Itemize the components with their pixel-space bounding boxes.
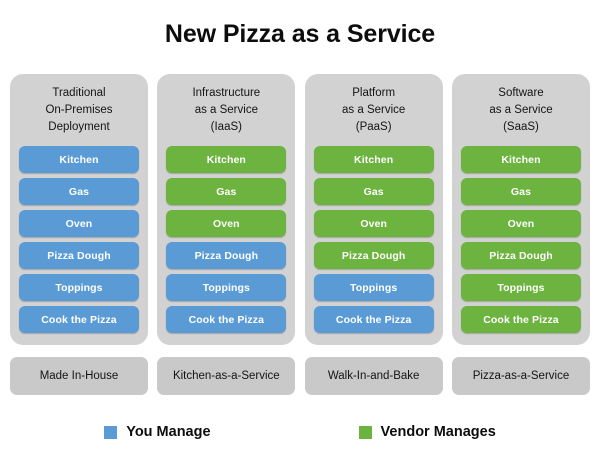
stack-layer-chip[interactable]: Pizza Dough bbox=[313, 242, 434, 269]
stack-layer-chip[interactable]: Gas bbox=[460, 178, 581, 205]
stack-layer-chip[interactable]: Toppings bbox=[313, 274, 434, 301]
you-manage-swatch-icon bbox=[104, 425, 118, 439]
stack-layer-chip[interactable]: Oven bbox=[313, 210, 434, 237]
stack-layer-chip[interactable]: Toppings bbox=[460, 274, 581, 301]
analogy-label: Walk-In-and-Bake bbox=[304, 357, 443, 395]
analogy-label: Kitchen-as-a-Service bbox=[157, 357, 296, 395]
legend-item: Vendor Manages bbox=[358, 424, 496, 440]
legend-item: You Manage bbox=[104, 424, 211, 440]
legend: You Manage Vendor Manages bbox=[0, 424, 600, 440]
panel-header-line: On-Premises bbox=[45, 104, 113, 116]
panel-header: Platform as a Service (PaaS) bbox=[342, 83, 405, 145]
analogy-label: Pizza-as-a-Service bbox=[451, 357, 590, 395]
panel-header-line: Software bbox=[498, 87, 544, 99]
stack-layer-chip[interactable]: Toppings bbox=[166, 274, 287, 301]
vendor-manages-swatch-icon bbox=[358, 425, 372, 439]
stack-layer-chip[interactable]: Cook the Pizza bbox=[460, 306, 581, 333]
stack-layer-chip[interactable]: Cook the Pizza bbox=[313, 306, 434, 333]
stack-layer-chip[interactable]: Oven bbox=[19, 210, 139, 237]
stack-layer-chip[interactable]: Toppings bbox=[19, 274, 139, 301]
stack-layer-chip[interactable]: Cook the Pizza bbox=[166, 306, 287, 333]
stack-layer-chip[interactable]: Gas bbox=[19, 178, 139, 205]
stack-layer-chip[interactable]: Oven bbox=[166, 210, 287, 237]
stack-layer-chip[interactable]: Gas bbox=[166, 178, 287, 205]
panel-header-line: Infrastructure bbox=[192, 87, 261, 99]
panel-header-line: Deployment bbox=[48, 121, 110, 133]
panel-header-line: as a Service bbox=[489, 104, 553, 116]
panel-header-line: (PaaS) bbox=[355, 121, 392, 133]
stack-layer-chip[interactable]: Gas bbox=[313, 178, 434, 205]
stack-layer-chip[interactable]: Pizza Dough bbox=[460, 242, 581, 269]
analogy-label: Made In-House bbox=[10, 357, 148, 395]
legend-label: You Manage bbox=[126, 424, 211, 440]
stack-layer-chip[interactable]: Cook the Pizza bbox=[19, 306, 139, 333]
stack-layer-chip[interactable]: Kitchen bbox=[313, 146, 434, 173]
panel-header: Software as a Service (SaaS) bbox=[489, 83, 552, 145]
stack-layer-chip[interactable]: Kitchen bbox=[19, 146, 139, 173]
stack-layer-chip[interactable]: Kitchen bbox=[460, 146, 581, 173]
legend-label: Vendor Manages bbox=[380, 424, 496, 440]
diagram-title: New Pizza as a Service bbox=[164, 20, 436, 48]
panel-header-line: (IaaS) bbox=[210, 121, 242, 133]
panel-header-line: as a Service bbox=[194, 104, 258, 116]
panel-header-line: as a Service bbox=[342, 104, 406, 116]
panel-header: Infrastructure as a Service (IaaS) bbox=[192, 83, 260, 145]
stack-layer-chip[interactable]: Pizza Dough bbox=[166, 242, 287, 269]
panel-header-line: (SaaS) bbox=[503, 121, 539, 133]
stack-layer-chip[interactable]: Kitchen bbox=[166, 146, 287, 173]
stack-layer-chip[interactable]: Oven bbox=[460, 210, 581, 237]
panel-header-line: Traditional bbox=[52, 87, 106, 99]
stack-layer-chip[interactable]: Pizza Dough bbox=[19, 242, 139, 269]
panel-header-line: Platform bbox=[352, 87, 396, 99]
